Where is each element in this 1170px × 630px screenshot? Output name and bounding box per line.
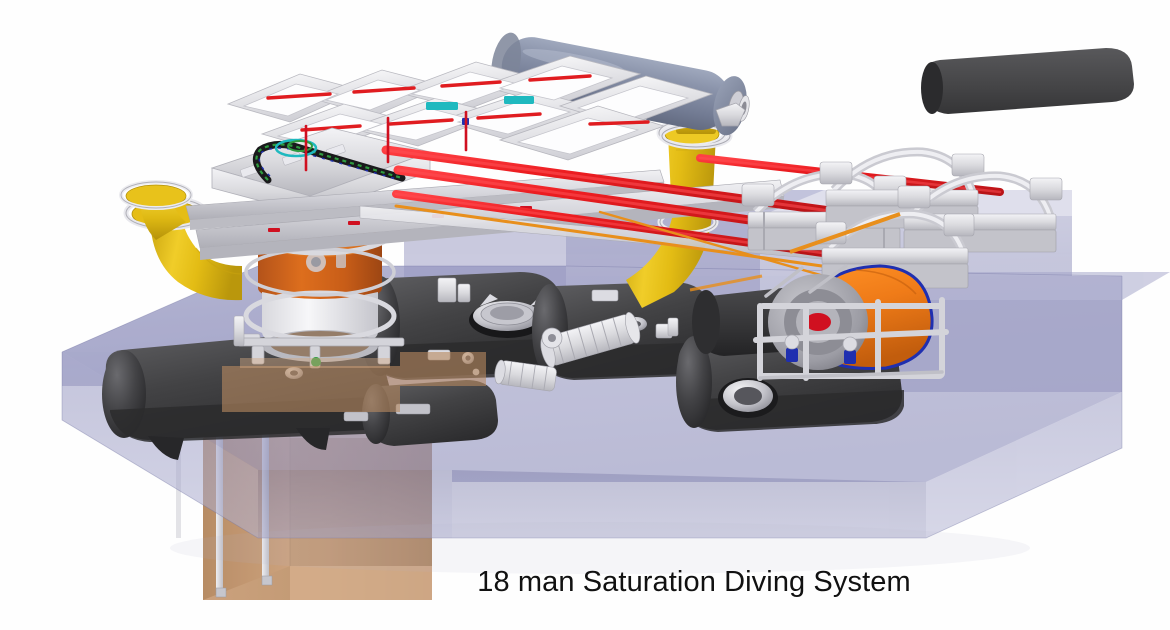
umbilical-winch (689, 212, 949, 381)
chamber-transfer-trunk (494, 311, 641, 392)
cable-drag-chain-links (255, 143, 403, 181)
deck-hardware (222, 277, 679, 422)
handling-cradle (897, 171, 1063, 253)
ground-shadow (170, 522, 1030, 574)
living-chamber (921, 48, 1134, 114)
diving-bell-assembly (237, 204, 405, 369)
handling-cradle-group (741, 147, 1063, 289)
transfer-trunk (119, 180, 193, 240)
umbilical-line (789, 212, 901, 254)
figure-caption: 18 man Saturation Diving System (477, 566, 911, 598)
service-line (598, 210, 826, 278)
winch-valves (784, 334, 858, 364)
chamber-viewport (718, 378, 778, 418)
chamber-hatch (469, 294, 546, 338)
winch-frame-members (758, 264, 944, 380)
